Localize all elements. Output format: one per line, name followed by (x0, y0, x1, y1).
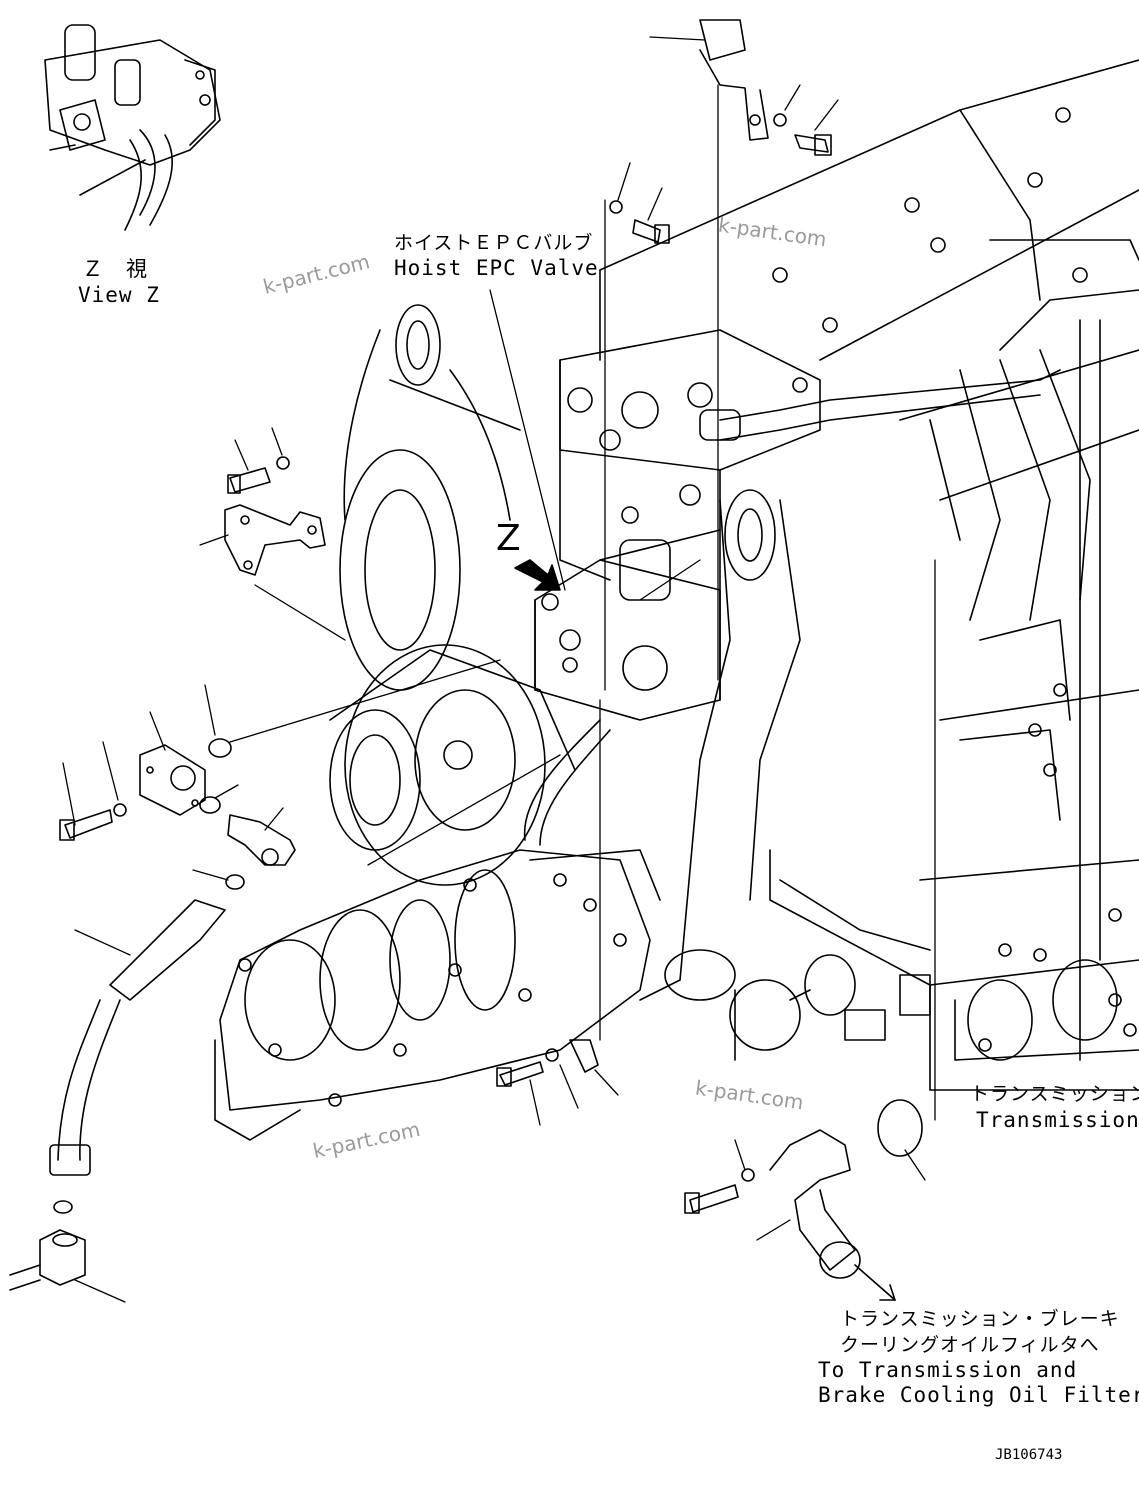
view-z-label-jp: Ｚ 視 (82, 257, 148, 281)
view-z-marker: Z (496, 518, 521, 559)
hoist-epc-valve-label-jp: ホイストＥＰＣバルブ (394, 232, 594, 254)
filter-label-en-1: To Transmission and (818, 1358, 1078, 1382)
transmission-label-en: Transmission (976, 1108, 1139, 1132)
loose-parts (9, 19, 923, 1301)
hoist-epc-valve-block (523, 329, 1061, 846)
view-z-label-en: View Z (78, 283, 160, 307)
filter-label-en-2: Brake Cooling Oil Filter (818, 1383, 1139, 1407)
transmission-label-jp: トランスミッション (970, 1083, 1139, 1105)
hydraulic-pump (214, 849, 661, 1141)
view-z-inset (44, 24, 221, 231)
transmission-housing (599, 59, 1139, 1091)
pump-housing (329, 304, 856, 1061)
drawing-code: JB106743 (995, 1447, 1063, 1463)
hoist-epc-valve-label-en: Hoist EPC Valve (394, 256, 599, 280)
leader-lines (62, 36, 936, 1303)
view-z-arrow (514, 559, 561, 591)
filter-label-jp-2: クーリングオイルフィルタへ (840, 1334, 1100, 1356)
filter-label-jp-1: トランスミッション・ブレーキ (840, 1308, 1120, 1330)
